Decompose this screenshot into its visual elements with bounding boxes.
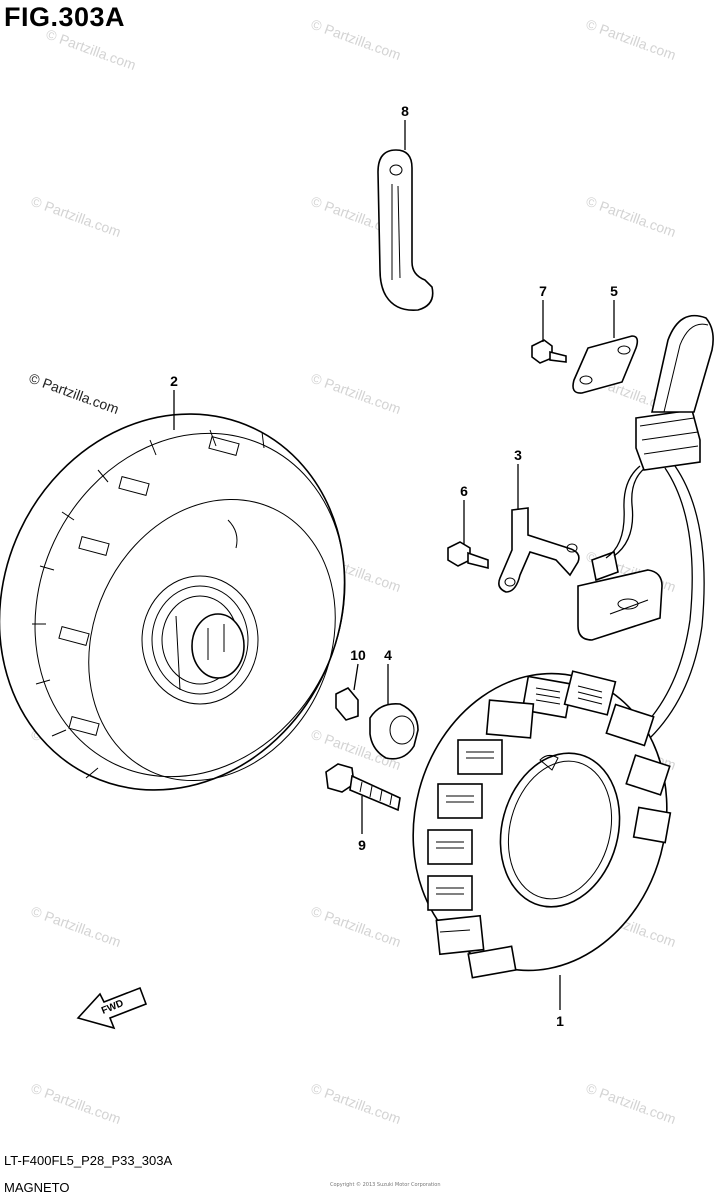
callout-7: 7 [539, 283, 547, 299]
watermark: © Partzilla.com [309, 370, 403, 417]
part-bracket-3 [498, 507, 580, 593]
figure-name: MAGNETO [4, 1180, 70, 1195]
watermark: © Partzilla.com [309, 16, 403, 63]
watermark: © Partzilla.com [27, 370, 121, 417]
fine-print: Copyright © 2013 Suzuki Motor Corporatio… [330, 1182, 441, 1188]
callout-10: 10 [350, 647, 366, 663]
watermark: © Partzilla.com [584, 16, 678, 63]
watermark: © Partzilla.com [584, 193, 678, 240]
callout-2: 2 [170, 373, 178, 389]
part-clamp-8 [377, 149, 434, 312]
callout-1: 1 [556, 1013, 564, 1029]
figure-code: LT-F400FL5_P28_P33_303A [4, 1153, 173, 1168]
leader-lines [173, 120, 615, 1010]
part-bolt-9 [325, 763, 401, 812]
part-plate-5 [572, 335, 639, 394]
watermark: © Partzilla.com [309, 1080, 403, 1127]
callout-8: 8 [401, 103, 409, 119]
callout-labels: 8 7 5 2 3 6 10 4 9 1 [170, 103, 618, 1029]
watermark: © Partzilla.com [29, 1080, 123, 1127]
part-rotor-2 [0, 413, 346, 791]
callout-3: 3 [514, 447, 522, 463]
watermark: © Partzilla.com [29, 903, 123, 950]
callout-4: 4 [384, 647, 392, 663]
callout-9: 9 [358, 837, 366, 853]
part-stator-1 [412, 670, 672, 979]
part-key-10 [335, 687, 359, 721]
watermark: © Partzilla.com [309, 903, 403, 950]
figure-title: FIG.303A [4, 2, 126, 32]
callout-6: 6 [460, 483, 468, 499]
watermark: © Partzilla.com [44, 26, 138, 73]
watermark: © Partzilla.com [584, 1080, 678, 1127]
part-bolt-6 [447, 541, 489, 570]
part-harness [559, 314, 714, 781]
part-nut-4 [369, 702, 419, 760]
fwd-direction-badge: FWD [76, 986, 148, 1030]
part-bolt-7 [531, 339, 567, 364]
watermark: © Partzilla.com [29, 193, 123, 240]
callout-5: 5 [610, 283, 618, 299]
